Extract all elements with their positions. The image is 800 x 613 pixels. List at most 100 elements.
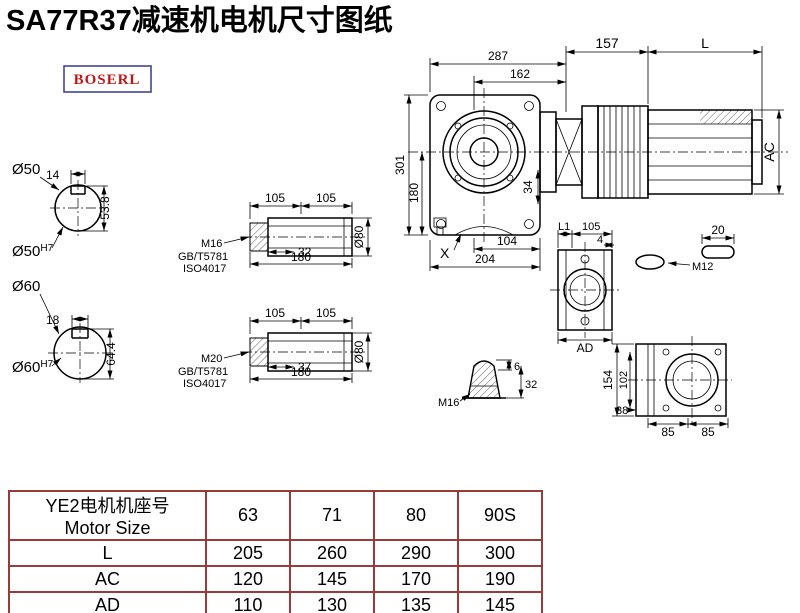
dim-d80-2: Ø80 (352, 340, 366, 363)
logo-text: BOSERL (74, 72, 141, 88)
dim-L1: L1 (558, 221, 570, 233)
dim-162: 162 (510, 67, 530, 81)
d50h7-sup: H7 (40, 243, 53, 254)
dim-37-depth: 37 (298, 360, 312, 374)
L-71: 260 (289, 539, 375, 567)
L-80: 290 (373, 539, 459, 567)
thread-m20: M20 (201, 353, 222, 365)
motor-end-cap (751, 119, 763, 185)
dim-d80: Ø80 (352, 225, 366, 248)
thread-m16-plug: M16 (438, 397, 459, 409)
dim-AC: AC (761, 142, 777, 161)
size-90s: 90S (457, 490, 543, 541)
dim-157: 157 (595, 35, 619, 51)
dim-287: 287 (488, 49, 508, 63)
dim-180-sleeve: 180 (291, 250, 311, 264)
label-X: X (440, 245, 450, 261)
table-header-en: Motor Size (64, 518, 151, 538)
sleeve-section-m16: 105 105 M16 GB/T5781 ISO4017 32 180 Ø80 (178, 191, 372, 275)
AD-71: 130 (289, 591, 375, 613)
AC-71: 145 (289, 565, 375, 593)
L-63: 205 (205, 539, 291, 567)
thread-m12: M12 (692, 261, 713, 273)
AD-80: 135 (373, 591, 459, 613)
row-label-AD: AD (8, 591, 207, 613)
gearbox-housing (429, 94, 541, 236)
label-d50h7: Ø50H7 (12, 243, 54, 260)
size-63: 63 (205, 490, 291, 541)
dim-32-plug: 32 (525, 379, 537, 391)
table-row: L 205 260 290 300 (8, 539, 543, 567)
table-header-cn: YE2电机机座号 (45, 496, 170, 516)
dim-105-flange: 105 (582, 221, 600, 233)
dim-105-c: 105 (265, 306, 285, 320)
dim-105-a: 105 (265, 191, 285, 205)
std-iso4017-2: ISO4017 (183, 378, 226, 390)
dim-4: 4 (597, 234, 603, 246)
d60h7-base: Ø60 (12, 359, 40, 376)
motor-hatch (700, 110, 752, 124)
AC-63: 120 (205, 565, 291, 593)
main-assembly-view: 287 162 157 L 301 180 34 AC X 104 (393, 35, 788, 271)
dim-85-a: 85 (661, 425, 675, 439)
AD-63: 110 (205, 591, 291, 613)
table-row: AD 110 130 135 145 (8, 591, 543, 613)
thread-m16: M16 (201, 238, 222, 250)
motor (539, 105, 763, 199)
dim-64_4: 64.4 (104, 342, 118, 366)
table-row: AC 120 145 170 190 (8, 565, 543, 593)
main-view-dimensions: 287 162 157 L 301 180 34 AC X 104 (393, 35, 784, 271)
dim-6: 6 (514, 361, 520, 373)
d60h7-sup: H7 (40, 359, 53, 370)
label-d50: Ø50 (12, 161, 40, 178)
motor-size-table: YE2电机机座号 Motor Size 63 71 80 90S L 205 2… (8, 490, 543, 613)
dim-L: L (701, 35, 709, 51)
dim-105-d: 105 (316, 306, 336, 320)
label-d60h7: Ø60H7 (12, 359, 54, 376)
shaft-end-view-50: Ø50 14 53.8 Ø50H7 (12, 161, 112, 260)
table-header-row: YE2电机机座号 Motor Size 63 71 80 90S (8, 490, 543, 541)
label-d60: Ø60 (12, 278, 40, 295)
key-detail: 20 M12 (635, 223, 735, 273)
std-gbt5781-2: GB/T5781 (178, 366, 228, 378)
dim-154: 154 (601, 370, 615, 390)
dim-34: 34 (521, 180, 535, 194)
AC-80: 170 (373, 565, 459, 593)
L-90s: 300 (457, 539, 543, 567)
dim-102: 102 (618, 371, 630, 389)
dim-20: 20 (711, 223, 725, 237)
dim-38: 38 (616, 405, 628, 417)
breather-plug-detail: 6 32 M16 (438, 359, 537, 409)
row-label-AC: AC (8, 565, 207, 593)
motor-fin-section (597, 105, 649, 199)
page-title: SA77R37减速机电机尺寸图纸 (6, 3, 393, 37)
dim-104: 104 (497, 234, 517, 248)
size-80: 80 (373, 490, 459, 541)
dim-18: 18 (46, 313, 60, 327)
sleeve-section-m20: 105 105 M20 GB/T5781 ISO4017 37 180 Ø80 (178, 306, 372, 390)
gearbox-side-view: 154 102 38 85 85 (601, 336, 732, 439)
technical-drawing: SA77R37减速机电机尺寸图纸 BOSERL (6, 3, 788, 439)
shaft-end-view-60: Ø60 18 64.4 Ø60H7 (12, 278, 118, 383)
dim-180-vertical: 180 (407, 183, 421, 203)
dim-14: 14 (46, 168, 60, 182)
dim-AD: AD (577, 341, 594, 355)
dim-180-sleeve-2: 180 (291, 365, 311, 379)
table-header-label: YE2电机机座号 Motor Size (8, 490, 207, 541)
logo: BOSERL (63, 65, 152, 93)
dim-85-b: 85 (701, 425, 715, 439)
d50h7-base: Ø50 (12, 243, 40, 260)
output-flange-view: L1 105 4 AD (550, 221, 620, 355)
dim-53_8: 53.8 (98, 196, 112, 220)
std-iso4017: ISO4017 (183, 263, 226, 275)
dim-301: 301 (393, 155, 407, 175)
AD-90s: 145 (457, 591, 543, 613)
AC-90s: 190 (457, 565, 543, 593)
dim-204: 204 (475, 252, 495, 266)
dim-105-b: 105 (316, 191, 336, 205)
size-71: 71 (289, 490, 375, 541)
std-gbt5781: GB/T5781 (178, 251, 228, 263)
row-label-L: L (8, 539, 207, 567)
dim-32-depth: 32 (298, 245, 312, 259)
